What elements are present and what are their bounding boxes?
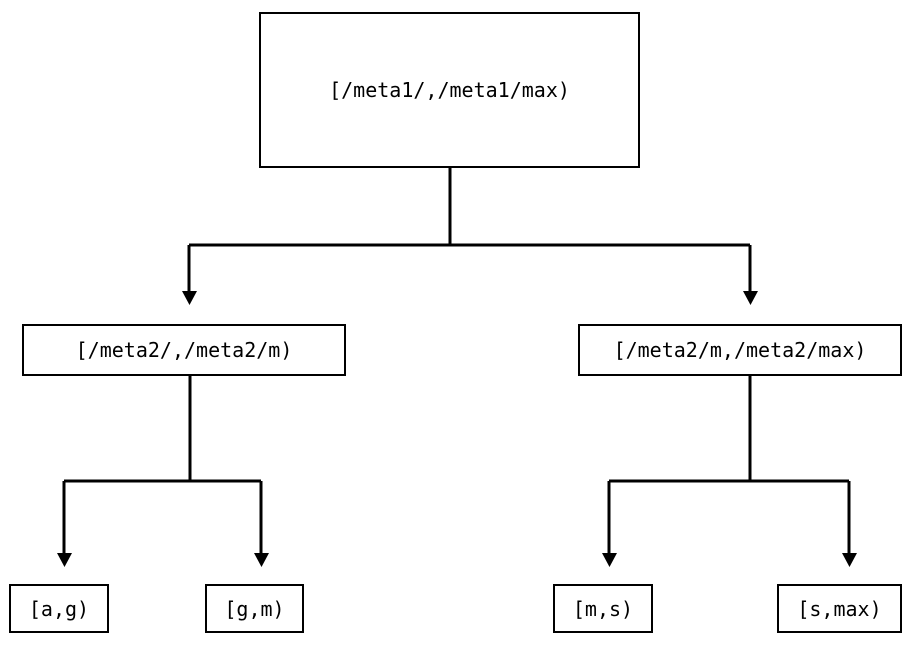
tree-node-root[interactable]: [/meta1/,/meta1/max) xyxy=(259,12,640,168)
arrowhead-down-icon xyxy=(57,553,72,567)
tree-node-mid-right[interactable]: [/meta2/m,/meta2/max) xyxy=(578,324,902,376)
edge-midleft-to-leaves xyxy=(57,376,269,567)
arrowhead-down-icon xyxy=(254,553,269,567)
tree-node-leaf-ms[interactable]: [m,s) xyxy=(553,584,653,633)
tree-node-root-label: [/meta1/,/meta1/max) xyxy=(329,78,570,102)
tree-node-mid-right-label: [/meta2/m,/meta2/max) xyxy=(613,338,867,362)
edge-midright-to-leaves xyxy=(602,376,857,567)
edge-root-to-mid xyxy=(182,168,758,305)
tree-node-mid-left[interactable]: [/meta2/,/meta2/m) xyxy=(22,324,346,376)
arrowhead-down-icon xyxy=(602,553,617,567)
tree-node-mid-left-label: [/meta2/,/meta2/m) xyxy=(75,338,293,362)
arrowhead-down-icon xyxy=(842,553,857,567)
tree-node-leaf-ag-label: [a,g) xyxy=(28,596,90,621)
tree-node-leaf-smax[interactable]: [s,max) xyxy=(777,584,902,633)
tree-node-leaf-gm-label: [g,m) xyxy=(224,596,285,621)
tree-node-leaf-gm[interactable]: [g,m) xyxy=(205,584,304,633)
tree-node-leaf-ms-label: [m,s) xyxy=(572,596,634,621)
arrowhead-down-icon xyxy=(182,291,197,305)
arrowhead-down-icon xyxy=(743,291,758,305)
tree-node-leaf-ag[interactable]: [a,g) xyxy=(9,584,109,633)
tree-node-leaf-smax-label: [s,max) xyxy=(797,596,882,621)
